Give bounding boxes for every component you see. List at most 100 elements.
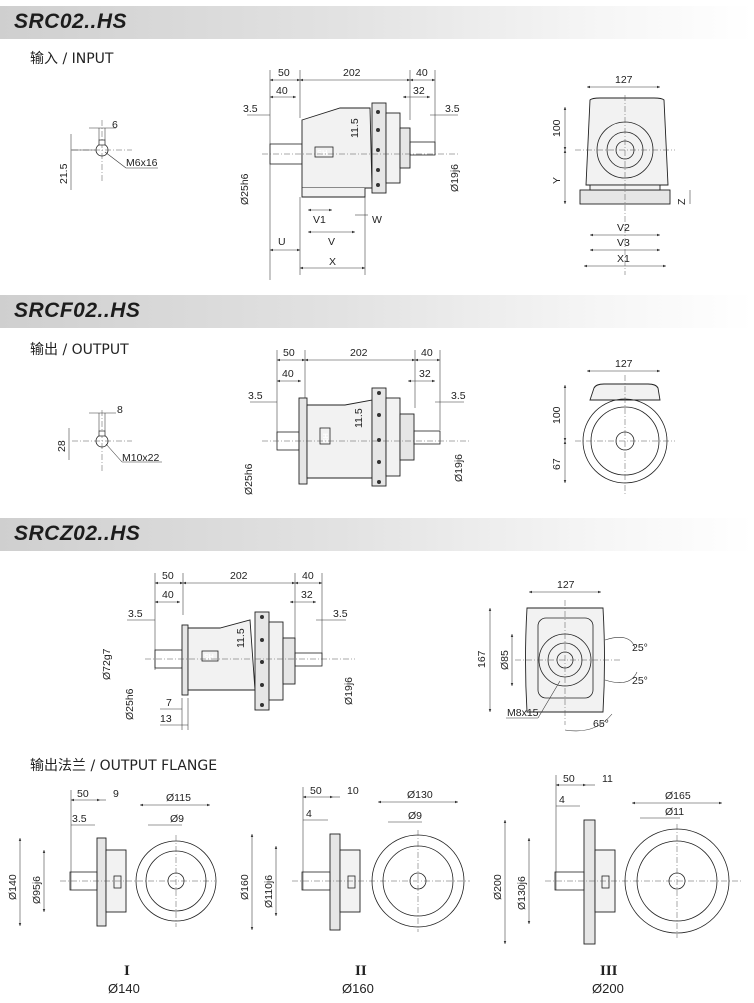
dim-32: 32 bbox=[413, 85, 425, 97]
shaft-height: 28 bbox=[56, 440, 68, 452]
section-header-srcf: SRCF02..HS bbox=[0, 295, 754, 328]
section-title: SRCF02..HS bbox=[14, 299, 141, 322]
key-width: 6 bbox=[112, 119, 118, 131]
dim-167: 167 bbox=[476, 650, 488, 668]
dim-hole: Ø9 bbox=[408, 810, 422, 822]
dim-7: 7 bbox=[166, 697, 172, 709]
dim-127: 127 bbox=[557, 579, 575, 591]
flange-size: Ø160 bbox=[342, 981, 374, 996]
dim-50: 50 bbox=[283, 347, 295, 359]
dim-40-in: 40 bbox=[276, 85, 288, 97]
dim-100: 100 bbox=[551, 119, 563, 137]
dim-spigot: 4 bbox=[559, 794, 565, 806]
side-view-srcf: 50 202 40 40 32 3.5 3.5 SH 11.5 Ø25h6 Ø1… bbox=[243, 347, 470, 495]
flange-roman: III bbox=[600, 963, 618, 979]
dim-100: 100 bbox=[551, 406, 563, 424]
dim-127: 127 bbox=[615, 358, 633, 370]
dim-thickness: 11 bbox=[602, 773, 613, 785]
shaft-output-dia: Ø19j6 bbox=[449, 164, 461, 192]
thread-label: M6x16 bbox=[126, 157, 158, 169]
dim-11-5: 11.5 bbox=[349, 118, 361, 138]
dim-3-5-out: 3.5 bbox=[451, 390, 466, 402]
angle-25-upper: 25° bbox=[632, 642, 648, 654]
dim-32: 32 bbox=[301, 589, 313, 601]
section-header-src: SRC02..HS bbox=[0, 6, 754, 39]
shaft-detail-src: 6 21.5 M6x16 bbox=[58, 119, 158, 190]
dim-v1: V1 bbox=[313, 214, 326, 226]
dim-v3: V3 bbox=[617, 237, 630, 249]
dim-11-5: 11.5 bbox=[235, 628, 247, 648]
dim-thickness: 10 bbox=[347, 785, 359, 797]
brand-logo: SH bbox=[323, 433, 330, 443]
side-view-src: 50 202 40 40 32 3.5 3.5 SH 11.5 Ø25h6 Ø1… bbox=[239, 67, 461, 280]
dim-3-5-in: 3.5 bbox=[248, 390, 263, 402]
dim-50: 50 bbox=[162, 570, 174, 582]
flange-i: 50 9 3.5 Ø140 Ø95j6 Ø115 Ø9 I Ø140 bbox=[7, 788, 217, 996]
dim-127: 127 bbox=[615, 74, 633, 86]
dim-y: Y bbox=[551, 177, 563, 184]
dim-50: 50 bbox=[278, 67, 290, 79]
dim-13: 13 bbox=[160, 713, 172, 725]
side-view-srcz: 50 202 40 40 32 3.5 3.5 SH 11.5 Ø72g7 Ø2… bbox=[101, 570, 355, 730]
dim-outer: Ø160 bbox=[239, 874, 251, 900]
dim-pcd: Ø130 bbox=[407, 789, 433, 801]
dim-50: 50 bbox=[563, 773, 575, 785]
dim-outer: Ø140 bbox=[7, 874, 19, 900]
dim-40-in: 40 bbox=[162, 589, 174, 601]
angle-25-lower: 25° bbox=[632, 675, 648, 687]
dim-3-5-in: 3.5 bbox=[128, 608, 143, 620]
dim-40-in: 40 bbox=[282, 368, 294, 380]
section-subtitle: 输入 / INPUT bbox=[30, 51, 114, 67]
shaft-detail-srcf: 8 28 M10x22 bbox=[56, 404, 162, 472]
dim-thickness: 9 bbox=[113, 788, 119, 800]
dim-3-5-out: 3.5 bbox=[445, 103, 460, 115]
dim-pilot: Ø110j6 bbox=[263, 875, 275, 908]
dim-202: 202 bbox=[350, 347, 368, 359]
dim-32: 32 bbox=[419, 368, 431, 380]
pilot-dia: Ø72g7 bbox=[101, 648, 113, 680]
brand-logo: SH bbox=[317, 148, 327, 157]
thread-label: M8x15 bbox=[507, 707, 539, 719]
dim-40-out: 40 bbox=[421, 347, 433, 359]
dim-pilot: Ø130j6 bbox=[516, 876, 528, 910]
dim-40-out: 40 bbox=[302, 570, 314, 582]
dim-11-5: 11.5 bbox=[353, 408, 365, 428]
brand-logo: SH bbox=[204, 654, 214, 661]
flange-ii: 50 10 4 Ø160 Ø110j6 Ø130 Ø9 II Ø160 bbox=[239, 785, 470, 996]
flange-roman: II bbox=[355, 963, 367, 979]
dim-67: 67 bbox=[551, 458, 563, 470]
dim-v: V bbox=[328, 236, 335, 248]
section-title: SRCZ02..HS bbox=[14, 522, 141, 545]
dim-x1: X1 bbox=[617, 253, 630, 265]
dim-z: Z bbox=[676, 198, 688, 205]
dim-pcd: Ø115 bbox=[166, 792, 191, 804]
dim-202: 202 bbox=[230, 570, 248, 582]
dim-3-5-out: 3.5 bbox=[333, 608, 348, 620]
dim-spigot: 3.5 bbox=[72, 813, 87, 825]
dim-50: 50 bbox=[77, 788, 89, 800]
dim-w: W bbox=[372, 214, 382, 226]
dim-pcd: Ø165 bbox=[665, 790, 691, 802]
dim-3-5-in: 3.5 bbox=[243, 103, 258, 115]
flange-roman: I bbox=[124, 963, 130, 979]
dim-v2: V2 bbox=[617, 222, 630, 234]
front-view-srcz: 127 167 Ø85 25° 25° 65° M8x15 bbox=[476, 579, 648, 732]
flange-size: Ø140 bbox=[108, 981, 140, 996]
dim-dia-85: Ø85 bbox=[499, 650, 511, 670]
section-header-srcz: SRCZ02..HS bbox=[0, 518, 754, 551]
front-view-srcf: 127 100 67 bbox=[551, 358, 675, 495]
angle-65: 65° bbox=[593, 718, 609, 730]
shaft-input-dia: Ø25h6 bbox=[239, 173, 251, 205]
dim-outer: Ø200 bbox=[492, 874, 504, 900]
flange-size: Ø200 bbox=[592, 981, 624, 996]
shaft-output-dia: Ø19j6 bbox=[453, 454, 465, 482]
flange-iii: 50 11 4 Ø200 Ø130j6 Ø165 Ø11 III Ø200 bbox=[492, 773, 742, 996]
dim-x: X bbox=[329, 256, 336, 268]
dim-hole: Ø9 bbox=[170, 813, 184, 825]
dim-spigot: 4 bbox=[306, 808, 312, 820]
shaft-input-dia: Ø25h6 bbox=[243, 463, 255, 495]
dim-pilot: Ø95j6 bbox=[31, 876, 43, 904]
shaft-output-dia: Ø19j6 bbox=[343, 677, 355, 705]
dim-202: 202 bbox=[343, 67, 361, 79]
